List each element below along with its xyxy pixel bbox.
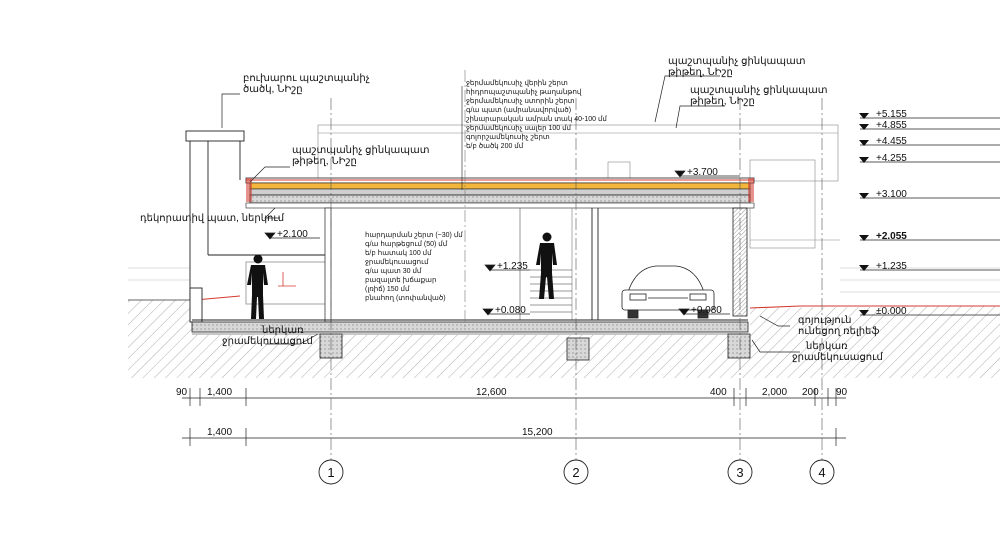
roof-spec-line: գոլորշամեկուսիչ շերտ	[466, 133, 550, 141]
note-cap-left-2: թիթեղ, ՆԻշը	[292, 156, 357, 167]
roof-spec-line: ջերմամեկուսիչ վերին շերտ	[466, 79, 568, 87]
note-waterproof-left-2: ջրամեկուսացում	[222, 336, 313, 347]
dim-400: 400	[710, 387, 727, 398]
roof-spec-line: ջերմամեկուսիչ ստորին շերտ	[466, 97, 575, 105]
floor-spec-line: հարդարման շերտ (~30) մմ	[365, 231, 463, 239]
floor-spec-line: (լռիճ) 150 մմ	[365, 285, 410, 293]
note-waterproof-left-1: ներկառ	[261, 325, 304, 336]
note-soil-1: գոյություն	[798, 315, 851, 326]
level-1235-right: +1.235	[876, 261, 907, 272]
note-soil-2: ունեցող ռելիեֆ	[798, 326, 879, 337]
ground-fill	[128, 295, 1000, 378]
level-4455: +4.455	[876, 136, 907, 147]
level-stair-top: +1.235	[497, 261, 528, 272]
floor-spec-line: բազալտե խճաքար	[365, 276, 436, 284]
roof-spec-list: ջերմամեկուսիչ վերին շերտ հիդրոպաշտպանիչ …	[461, 79, 607, 190]
dim-1400-total: 1,400	[207, 427, 232, 438]
note-deco-wall: դեկորատիվ պատ, ներկում	[140, 213, 285, 224]
leader-lines	[221, 75, 800, 353]
roof-spec-line: շինարարական ամրան տակ 40-100 մմ	[466, 115, 607, 123]
level-4255: +4.255	[876, 153, 907, 164]
level-markers-interior	[264, 170, 740, 316]
grid-lines	[330, 70, 823, 460]
dim-12600: 12,600	[476, 387, 507, 398]
level-floor-left: +0.080	[495, 305, 526, 316]
grid-label-4: 4	[818, 465, 825, 480]
note-chimney-cap-2: ծածկ, ՆԻշը	[243, 84, 303, 95]
level-5155: +5.155	[876, 109, 907, 120]
level-roof: +3.700	[687, 167, 718, 178]
person-figure-left	[247, 254, 268, 319]
dim-15200: 15,200	[522, 427, 553, 438]
floor-spec-line: գ/ա պատ 30 մմ	[365, 267, 422, 275]
level-step-left: +2.100	[277, 229, 308, 240]
roof-spec-line: ջերմամեկուսիչ սալեր 100 մմ	[466, 124, 572, 132]
note-chimney-cap-1: բուխարու պաշտպանիչ	[243, 73, 370, 84]
grid-bubble-4: 4	[809, 459, 835, 485]
level-2055: +2.055	[876, 231, 907, 242]
level-3100: +3.100	[876, 189, 907, 200]
foundations	[319, 333, 751, 361]
floor-slab	[191, 319, 749, 335]
note-cap-right1-1: պաշտպանիչ ցինկապատ	[668, 56, 806, 67]
level-floor-right: +0.080	[691, 305, 722, 316]
grid-bubble-2: 2	[563, 459, 589, 485]
grid-label-1: 1	[327, 465, 334, 480]
roof-slab	[245, 177, 755, 209]
level-triangles-right	[859, 113, 869, 316]
person-figure-center	[536, 232, 557, 299]
level-4855: +4.855	[876, 120, 907, 131]
dim-90-left: 90	[176, 387, 188, 398]
floor-spec-line: ե/բ հատակ 100 մմ	[365, 249, 432, 257]
note-cap-right1-2: թիթեղ, ՆԻշը	[668, 67, 733, 78]
sink-detail	[278, 272, 296, 287]
roof-spec-line: ե/բ ծածկ 200 մմ	[466, 142, 524, 150]
level-0000: ±0.000	[876, 306, 907, 317]
dim-200: 200	[802, 387, 819, 398]
note-cap-right2-2: թիթեղ, ՆԻշը	[690, 96, 755, 107]
grid-bubble-3: 3	[727, 459, 753, 485]
dimension-lines	[182, 388, 846, 446]
roof-spec-line: գ/ա պատ (ամրանավորված)	[466, 106, 571, 114]
grid-bubble-1: 1	[318, 459, 344, 485]
dim-2000: 2,000	[762, 387, 787, 398]
floor-spec-line: ջրամեկուսացում	[365, 258, 429, 266]
floor-spec-list: հարդարման շերտ (~30) մմ գ/ա հարթեցում (5…	[365, 231, 463, 302]
floor-spec-line: գ/ա հարթեցում (50) մմ	[365, 240, 448, 248]
roof-spec-line: հիդրոպաշտպանիչ թաղանթով	[466, 88, 582, 96]
level-lines-right	[860, 117, 1000, 316]
floor-spec-line: բնահող (տոփանված)	[365, 294, 446, 302]
note-waterproof-right-2: ջրամեկուսացում	[792, 352, 883, 363]
grid-label-3: 3	[736, 465, 743, 480]
dim-1400: 1,400	[207, 387, 232, 398]
note-cap-left-1: պաշտպանիչ ցինկապատ	[292, 145, 430, 156]
dim-90-right: 90	[836, 387, 848, 398]
grid-label-2: 2	[572, 465, 579, 480]
note-cap-right2-1: պաշտպանիչ ցինկապատ	[690, 85, 828, 96]
note-waterproof-right-1: ներկառ	[805, 341, 848, 352]
